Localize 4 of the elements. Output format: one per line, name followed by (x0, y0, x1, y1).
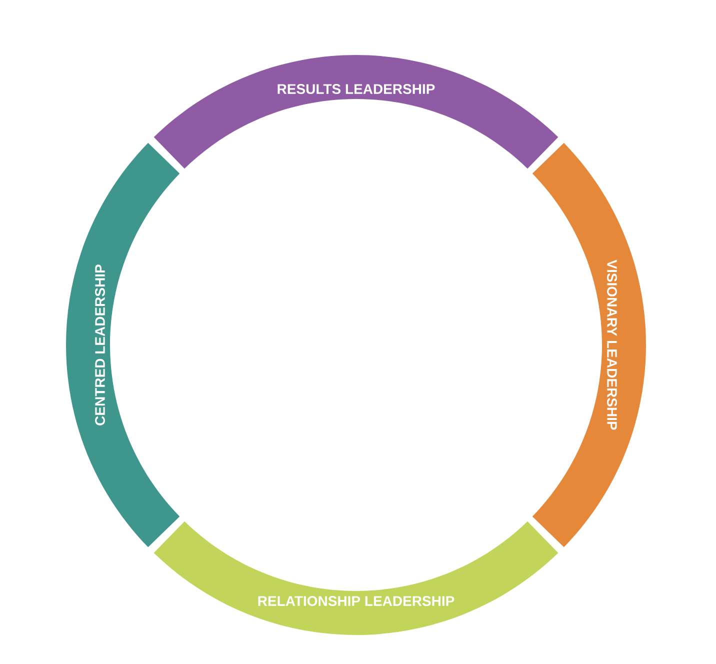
ring-segment: RESULTS LEADERSHIP (154, 55, 558, 169)
ring-segment: CENTRED LEADERSHIP (66, 142, 180, 548)
ring-segment: RELATIONSHIP LEADERSHIP (154, 521, 558, 635)
ring-segment: VISIONARY LEADERSHIP (532, 142, 646, 548)
